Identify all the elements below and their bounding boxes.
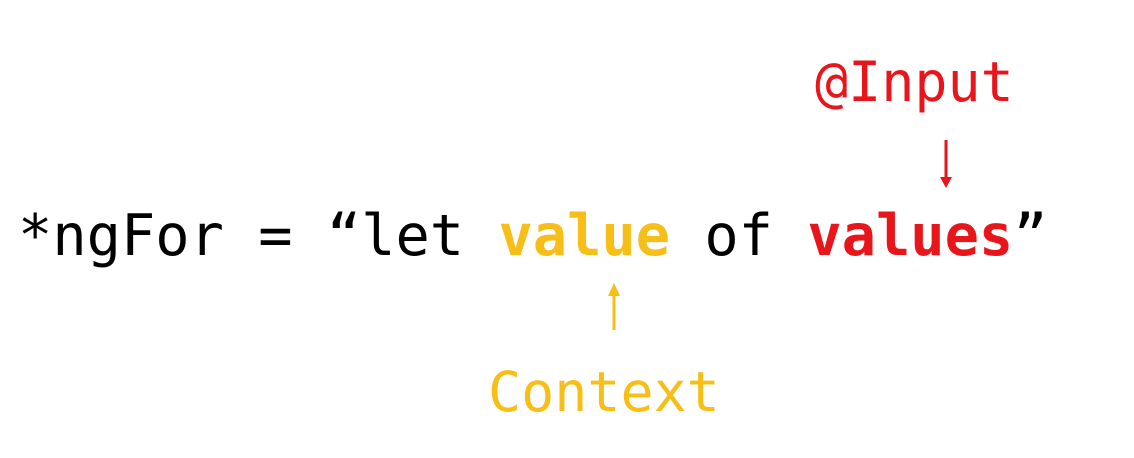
code-middle: of [670, 203, 808, 269]
input-token: values [807, 203, 1014, 269]
context-arrow [608, 283, 620, 330]
input-annotation-label: @Input [815, 50, 1014, 114]
code-suffix: ” [1013, 203, 1048, 269]
input-arrow [940, 140, 952, 188]
ngfor-code-line: *ngFor = “let value of values” [18, 208, 1048, 265]
code-prefix: *ngFor = “let [18, 203, 499, 269]
context-annotation-label: Context [488, 360, 720, 424]
context-token: value [498, 203, 671, 269]
